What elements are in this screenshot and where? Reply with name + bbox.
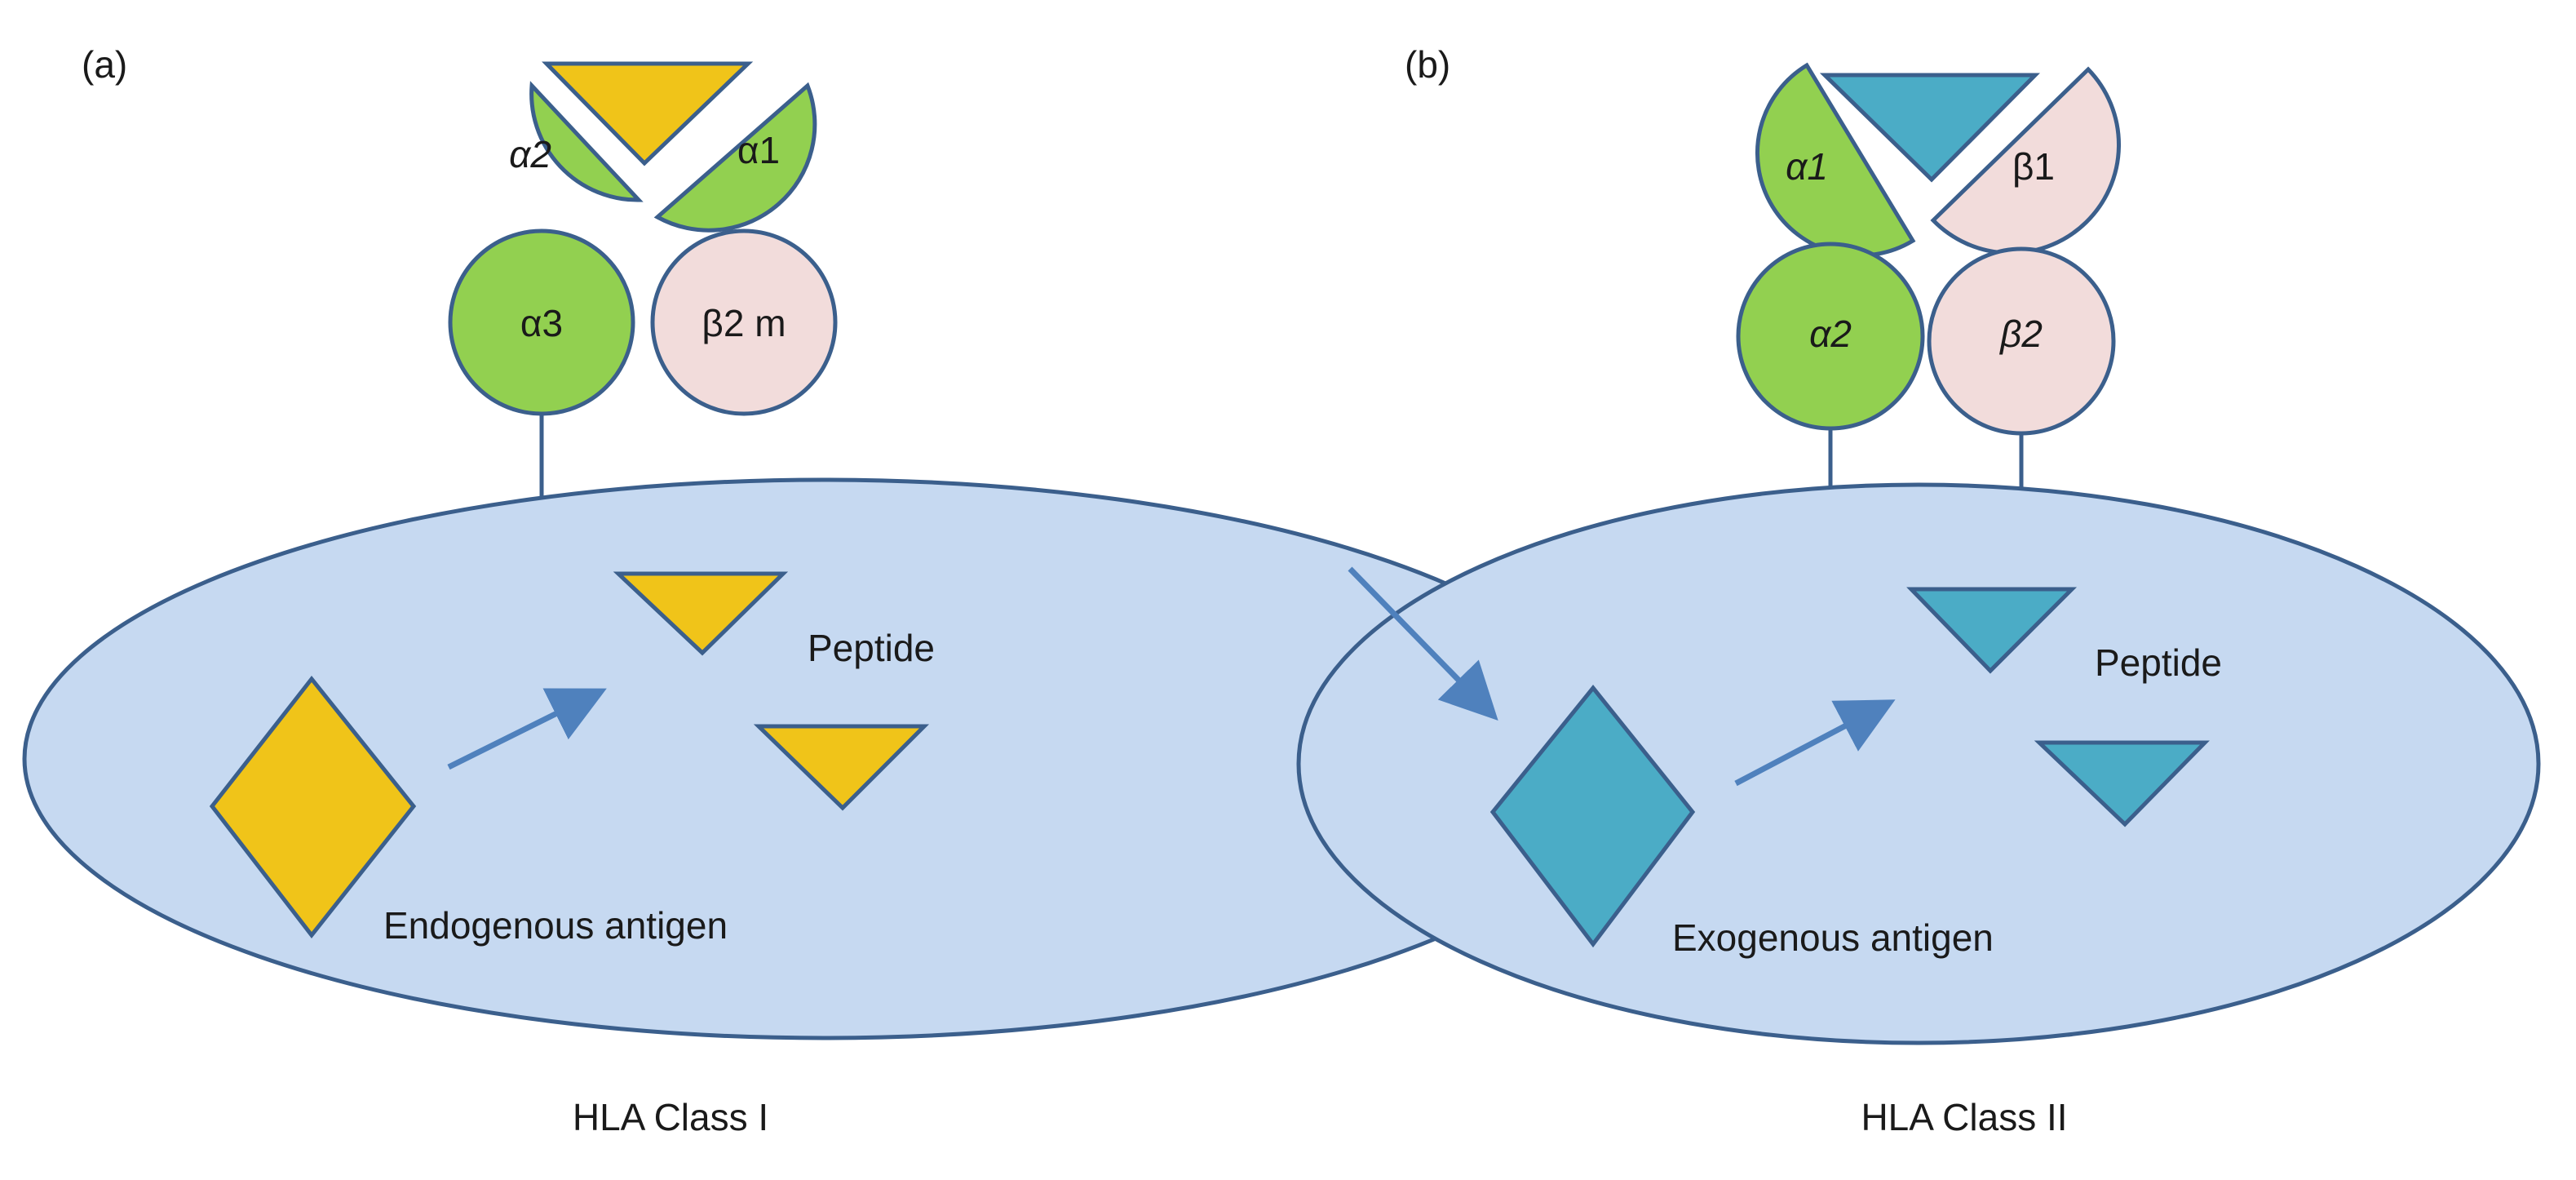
class2-alpha2-label: α2 <box>1809 313 1852 355</box>
class2-alpha2-domain <box>1736 242 1925 431</box>
panel-b-label: (b) <box>1405 43 1450 86</box>
panel-a: (a) α2 α1 α3 β2 m Peptide Endogenous ant… <box>22 43 1626 1138</box>
beta1-domain <box>1930 66 2122 255</box>
class2-bound-peptide <box>1819 73 2041 183</box>
panel-b: (b) α1 β1 α2 β2 Peptide Exogenous antige… <box>1296 43 2541 1138</box>
processing-arrow-a <box>447 688 607 770</box>
beta2-microglobulin <box>650 228 838 416</box>
uptake-arrow <box>1348 566 1498 721</box>
caption-class-i: HLA Class I <box>573 1096 768 1138</box>
alpha3-domain <box>448 228 635 416</box>
alpha1-domain <box>653 82 817 233</box>
exogenous-antigen-shape <box>1489 685 1696 948</box>
peptide-label-b: Peptide <box>2095 641 2222 684</box>
exogenous-antigen-label: Exogenous antigen <box>1672 916 1994 959</box>
peptide-fragment-a2 <box>753 724 930 811</box>
class2-beta2-label: β2 <box>1998 313 2043 355</box>
caption-class-ii: HLA Class II <box>1861 1096 2067 1138</box>
peptide-fragment-b2 <box>2034 740 2210 827</box>
panel-a-label: (a) <box>82 43 127 86</box>
class2-alpha1-label: α1 <box>1786 145 1828 188</box>
processing-arrow-b <box>1734 699 1896 787</box>
peptide-label-a: Peptide <box>808 627 935 669</box>
antigen-presenting-cell-b <box>1296 482 2541 1045</box>
alpha1-label: α1 <box>737 129 780 171</box>
peptide-fragment-a1 <box>613 571 789 656</box>
alpha3-label: α3 <box>520 302 563 344</box>
beta2m-label: β2 m <box>702 302 786 344</box>
alpha2-domain <box>529 81 644 202</box>
class2-beta2-domain <box>1927 246 2116 436</box>
class1-bound-peptide <box>542 61 754 166</box>
endogenous-antigen-shape <box>209 675 417 939</box>
endogenous-antigen-label: Endogenous antigen <box>383 904 728 947</box>
alpha2-label: α2 <box>509 133 551 175</box>
peptide-fragment-b1 <box>1906 587 2078 674</box>
beta1-label: β1 <box>2012 145 2055 188</box>
